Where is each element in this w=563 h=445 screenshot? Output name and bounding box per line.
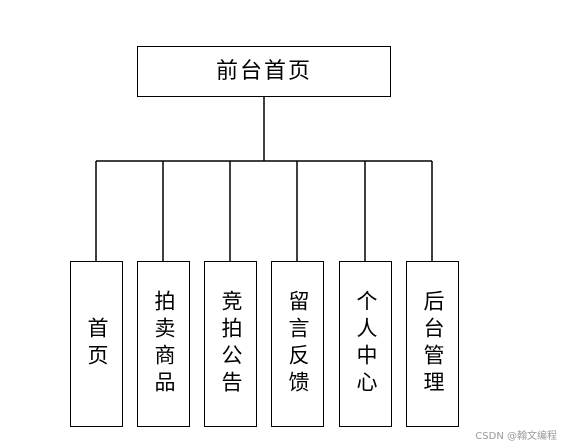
watermark-text: CSDN @翰文编程 <box>475 431 557 442</box>
child-node-auction: 拍卖商品 <box>137 261 190 427</box>
child-node-feedback: 留言反馈 <box>271 261 324 427</box>
child-node-label: 拍卖商品 <box>152 290 176 398</box>
child-node-backend: 后台管理 <box>406 261 459 427</box>
child-node-label: 个人中心 <box>354 290 378 398</box>
child-node-personal: 个人中心 <box>339 261 392 427</box>
child-node-label: 留言反馈 <box>286 290 310 398</box>
root-node-label: 前台首页 <box>215 58 312 84</box>
child-node-label: 竞拍公告 <box>219 290 243 398</box>
child-node-label: 后台管理 <box>421 290 445 398</box>
root-node: 前台首页 <box>137 46 391 97</box>
child-node-home: 首页 <box>70 261 123 427</box>
child-node-label: 首页 <box>85 317 109 371</box>
child-node-bidding: 竞拍公告 <box>204 261 257 427</box>
